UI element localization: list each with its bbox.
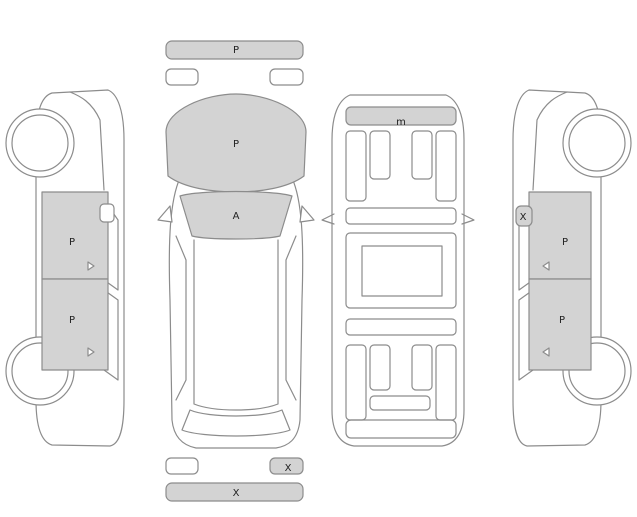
front-bumper-label: P bbox=[233, 45, 239, 56]
rear-bumper-label: X bbox=[233, 488, 240, 499]
rear-right-seat bbox=[435, 344, 457, 421]
roof-front-label: m bbox=[396, 117, 406, 128]
windshield-panel[interactable] bbox=[179, 190, 293, 240]
rear-crossbar bbox=[345, 318, 457, 336]
rear-left-light[interactable] bbox=[165, 457, 199, 475]
left-door-handle-front bbox=[87, 261, 95, 271]
center-console-outer bbox=[345, 232, 457, 309]
left-rear-door-panel[interactable] bbox=[41, 278, 109, 371]
right-mirror-label: X bbox=[520, 212, 527, 223]
car-body-outline bbox=[168, 177, 304, 449]
right-mirror-panel[interactable] bbox=[515, 205, 533, 227]
right-side-view: X P P bbox=[512, 89, 632, 447]
right-door-handle-rear bbox=[542, 347, 550, 357]
left-mirror bbox=[99, 203, 115, 223]
top-view-front: P P A X X bbox=[157, 40, 315, 502]
left-rear-door-label: P bbox=[69, 315, 75, 326]
right-front-wheel bbox=[568, 114, 626, 172]
rear-window-top bbox=[181, 409, 291, 437]
interior-outline bbox=[331, 94, 465, 447]
windshield-label: A bbox=[233, 211, 240, 222]
interior-view: m bbox=[321, 94, 475, 447]
left-mirror-top bbox=[157, 205, 173, 223]
rear-right-seat-cushion bbox=[411, 344, 433, 391]
left-door-handle-rear bbox=[87, 347, 95, 357]
rear-right-light-panel[interactable] bbox=[269, 457, 304, 475]
right-mirror-top bbox=[299, 205, 315, 223]
right-front-door-label: P bbox=[562, 237, 568, 248]
right-door-handle-front bbox=[542, 261, 550, 271]
right-rear-door-panel[interactable] bbox=[528, 278, 592, 371]
interior-left-mirror bbox=[321, 213, 335, 225]
left-front-door-label: P bbox=[69, 237, 75, 248]
hood-panel[interactable] bbox=[165, 93, 307, 193]
right-roof-line bbox=[532, 91, 568, 191]
front-right-light[interactable] bbox=[269, 68, 304, 86]
front-bumper-panel[interactable] bbox=[165, 40, 304, 60]
center-console-inner bbox=[361, 245, 443, 297]
left-front-wheel bbox=[11, 114, 69, 172]
left-roof-line bbox=[69, 91, 105, 191]
front-left-light[interactable] bbox=[165, 68, 199, 86]
rear-left-seat bbox=[345, 344, 367, 421]
roof-front-panel[interactable] bbox=[345, 106, 457, 126]
front-left-seat-cushion bbox=[369, 130, 391, 180]
right-rear-door-label: P bbox=[559, 315, 565, 326]
right-front-door-panel[interactable] bbox=[528, 191, 592, 280]
front-crossbar bbox=[345, 207, 457, 225]
right-side-windows bbox=[285, 235, 297, 401]
front-right-seat bbox=[435, 130, 457, 202]
left-front-door-panel[interactable] bbox=[41, 191, 109, 280]
trunk-panel bbox=[345, 419, 457, 439]
interior-right-mirror bbox=[461, 213, 475, 225]
roof-outline bbox=[193, 239, 279, 411]
left-side-windows bbox=[175, 235, 187, 401]
hood-label: P bbox=[233, 139, 239, 150]
left-side-view: P P bbox=[5, 89, 125, 447]
rear-bumper-panel[interactable] bbox=[165, 482, 304, 502]
rear-center-panel bbox=[369, 395, 431, 411]
front-right-seat-cushion bbox=[411, 130, 433, 180]
front-left-seat bbox=[345, 130, 367, 202]
rear-right-light-label: X bbox=[285, 463, 292, 474]
rear-left-seat-cushion bbox=[369, 344, 391, 391]
